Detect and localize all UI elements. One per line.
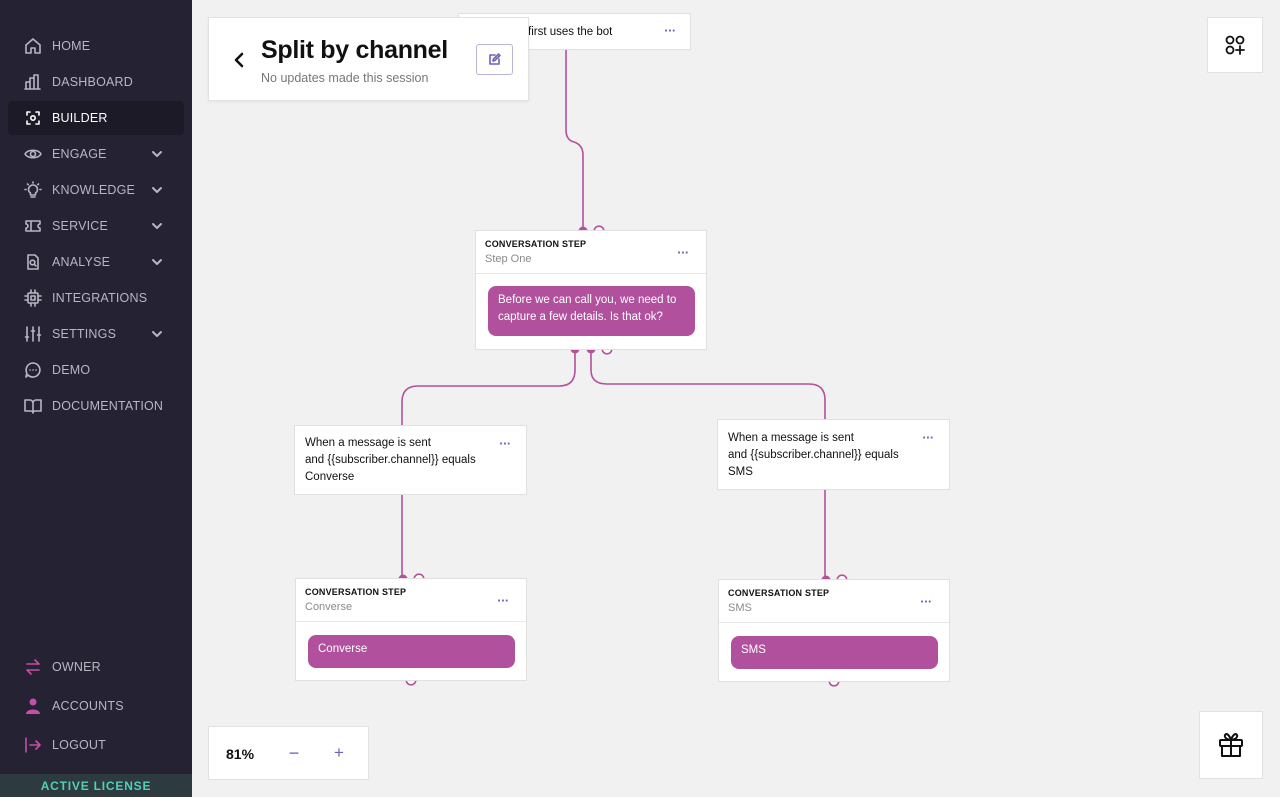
edit-button[interactable]: [476, 44, 513, 75]
add-apps-icon: [1225, 35, 1245, 55]
sidebar-item-settings[interactable]: SETTINGS: [8, 317, 184, 351]
conversation-step-node[interactable]: CONVERSATION STEP SMS ··· SMS: [718, 579, 950, 682]
bar-chart-icon: [24, 73, 42, 91]
sidebar-item-demo[interactable]: DEMO: [8, 353, 184, 387]
more-options-icon[interactable]: ···: [497, 593, 509, 608]
builder-icon: [24, 109, 42, 127]
sidebar-item-label: SERVICE: [52, 219, 109, 233]
eye-icon: [24, 145, 42, 163]
chat-bubble-icon: [24, 361, 42, 379]
sliders-icon: [24, 325, 42, 343]
book-icon: [24, 397, 42, 415]
divider: [296, 621, 526, 622]
sidebar-item-owner[interactable]: OWNER: [8, 650, 184, 684]
sidebar-item-label: DASHBOARD: [52, 75, 133, 89]
step-name: Step One: [485, 253, 532, 265]
sidebar-item-home[interactable]: HOME: [8, 29, 184, 63]
back-button[interactable]: [231, 50, 247, 70]
sidebar-item-logout[interactable]: LOGOUT: [8, 728, 184, 762]
gift-button[interactable]: [1199, 711, 1263, 779]
zoom-control: 81% − +: [208, 726, 369, 780]
sidebar-item-label: INTEGRATIONS: [52, 291, 148, 305]
chevron-down-icon[interactable]: [150, 183, 164, 197]
gift-icon: [1219, 733, 1243, 757]
chevron-down-icon[interactable]: [150, 327, 164, 341]
step-type-label: CONVERSATION STEP: [728, 588, 830, 598]
chevron-down-icon[interactable]: [150, 219, 164, 233]
sidebar: HOME DASHBOARD BUILDER ENGAGE KNOWLEDGE …: [0, 0, 192, 797]
sidebar-item-label: DEMO: [52, 363, 91, 377]
condition-node[interactable]: When a message is sent and {{subscriber.…: [717, 419, 950, 490]
sidebar-item-label: BUILDER: [52, 111, 108, 125]
sidebar-item-engage[interactable]: ENGAGE: [8, 137, 184, 171]
step-name: Converse: [305, 601, 353, 613]
more-options-icon[interactable]: ···: [677, 245, 689, 260]
lightbulb-icon: [24, 181, 42, 199]
zoom-out-button[interactable]: −: [288, 743, 300, 763]
message-bubble[interactable]: SMS: [731, 636, 938, 669]
sidebar-item-integrations[interactable]: INTEGRATIONS: [8, 281, 184, 315]
chevron-left-icon: [234, 52, 244, 68]
ticket-icon: [24, 217, 42, 235]
condition-text: When a message is sent and {{subscriber.…: [305, 437, 476, 483]
message-bubble[interactable]: Converse: [308, 635, 515, 668]
sidebar-item-documentation[interactable]: DOCUMENTATION: [8, 389, 184, 423]
sidebar-item-label: ENGAGE: [52, 147, 107, 161]
step-type-label: CONVERSATION STEP: [305, 587, 407, 597]
trigger-text: first uses the bot: [528, 26, 613, 38]
logout-icon: [24, 736, 42, 754]
sidebar-item-label: LOGOUT: [52, 738, 106, 752]
sidebar-item-label: DOCUMENTATION: [52, 399, 164, 413]
sidebar-item-label: ACCOUNTS: [52, 699, 124, 713]
user-icon: [24, 697, 42, 715]
page-title: Split by channel: [261, 36, 448, 64]
sidebar-item-knowledge[interactable]: KNOWLEDGE: [8, 173, 184, 207]
page-subtitle: No updates made this session: [261, 71, 429, 85]
sidebar-item-service[interactable]: SERVICE: [8, 209, 184, 243]
sidebar-item-builder[interactable]: BUILDER: [8, 101, 184, 135]
add-widget-button[interactable]: [1207, 17, 1263, 73]
condition-text: When a message is sent and {{subscriber.…: [728, 432, 899, 478]
more-options-icon[interactable]: ···: [920, 594, 932, 609]
magnify-document-icon: [24, 253, 42, 271]
connector-line: [401, 349, 576, 426]
zoom-in-button[interactable]: +: [334, 743, 344, 762]
more-options-icon[interactable]: ···: [664, 23, 676, 38]
conversation-step-node[interactable]: CONVERSATION STEP Converse ··· Converse: [295, 578, 527, 681]
conversation-step-node[interactable]: CONVERSATION STEP Step One ··· Before we…: [475, 230, 707, 350]
sidebar-item-label: ANALYSE: [52, 255, 111, 269]
sidebar-item-label: OWNER: [52, 660, 101, 674]
chevron-down-icon[interactable]: [150, 255, 164, 269]
more-options-icon[interactable]: ···: [922, 430, 934, 445]
sidebar-item-analyse[interactable]: ANALYSE: [8, 245, 184, 279]
divider: [476, 273, 706, 274]
step-name: SMS: [728, 602, 752, 614]
message-bubble[interactable]: Before we can call you, we need to captu…: [488, 286, 695, 336]
chip-icon: [24, 289, 42, 307]
edit-icon: [489, 53, 501, 65]
sidebar-item-label: HOME: [52, 39, 91, 53]
connector-line: [565, 50, 584, 231]
more-options-icon[interactable]: ···: [499, 436, 511, 451]
flow-header-card: Split by channel No updates made this se…: [208, 17, 529, 101]
license-status-badge: ACTIVE LICENSE: [0, 774, 192, 797]
zoom-level: 81%: [226, 746, 255, 762]
chevron-down-icon[interactable]: [150, 147, 164, 161]
step-type-label: CONVERSATION STEP: [485, 239, 587, 249]
sidebar-item-label: KNOWLEDGE: [52, 183, 136, 197]
divider: [719, 622, 949, 623]
sidebar-item-label: SETTINGS: [52, 327, 117, 341]
connector-line: [590, 349, 826, 420]
swap-arrows-icon: [24, 658, 42, 676]
condition-node[interactable]: When a message is sent and {{subscriber.…: [294, 425, 527, 495]
sidebar-item-dashboard[interactable]: DASHBOARD: [8, 65, 184, 99]
sidebar-item-accounts[interactable]: ACCOUNTS: [8, 689, 184, 723]
home-icon: [24, 37, 42, 55]
